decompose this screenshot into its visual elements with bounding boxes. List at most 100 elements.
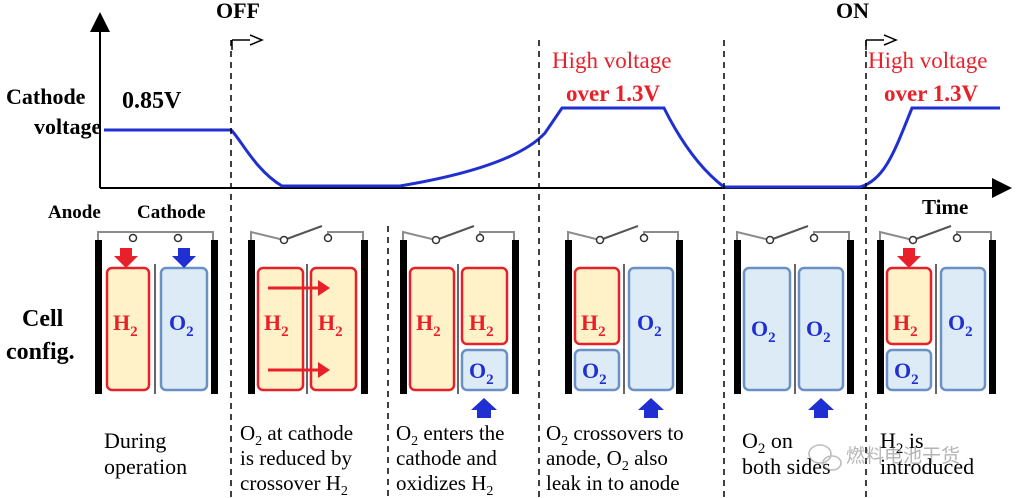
cell-config-label-line-1: Cell (22, 306, 64, 332)
cathode-plate (361, 240, 368, 394)
anode-plate (565, 240, 572, 394)
o2-inflow-arrow-icon (808, 398, 834, 418)
o2-chamber-cathode (939, 266, 987, 392)
anode-plate (877, 240, 884, 394)
external-circuit-wire (479, 231, 515, 240)
h2-label-anode: H2 (416, 310, 441, 340)
h2-inflow-arrow-icon (114, 248, 138, 268)
caption-4-line-3: leak in to anode (546, 471, 680, 495)
terminal-icon (173, 233, 183, 243)
external-circuit-wire (327, 231, 364, 240)
terminal-icon (765, 235, 775, 245)
open-switch-icon (599, 225, 639, 241)
external-circuit-wire (813, 231, 850, 240)
over-voltage-label-2: over 1.3V (884, 81, 979, 106)
h2-chamber-cathode (460, 266, 509, 346)
external-circuit-wire (97, 231, 214, 240)
o2-label-cathode: O2 (637, 310, 662, 340)
h2-chamber-anode (408, 266, 456, 392)
o2-label: O2 (169, 310, 194, 340)
o2-label-cathode: O2 (806, 316, 831, 346)
o2-label-anode: O2 (582, 358, 607, 388)
terminal-icon (809, 233, 819, 243)
h2-label: H2 (113, 310, 138, 340)
cell-config-5: O2 O2 (734, 225, 854, 418)
cathode-label: Cathode (137, 202, 206, 223)
o2-chamber-anode (742, 266, 792, 392)
h2-label-anode: H2 (581, 310, 606, 340)
external-circuit-wire (402, 230, 437, 241)
caption-2: O2 at cathode is reduced by crossover H2 (240, 421, 353, 498)
h2-chamber (105, 266, 151, 392)
cell-config-4: H2 O2 O2 (565, 225, 683, 418)
terminal-icon (323, 233, 333, 243)
caption-6-line-1: H2 is (880, 428, 924, 457)
caption-2-line-2: is reduced by (240, 446, 352, 470)
caption-4: O2 crossovers to anode, O2 also leak in … (546, 421, 684, 495)
o2-label-cathode: O2 (948, 310, 973, 340)
o2-inflow-arrow-icon (172, 248, 196, 268)
watermark-text: 燃料电池干货 (846, 445, 960, 467)
wechat-icon (808, 444, 842, 471)
open-switch-icon (435, 225, 475, 241)
o2-chamber-anode (885, 348, 933, 392)
voltage-chart: Cathode voltage 0.85V Time OFF ON High v… (6, 0, 1012, 219)
external-circuit-wire (956, 231, 992, 240)
x-axis-label: Time (922, 195, 968, 219)
high-voltage-label-2: High voltage (868, 48, 987, 73)
terminal-icon (908, 235, 918, 245)
o2-chamber-cathode (797, 266, 845, 392)
o2-chamber-cathode (460, 348, 509, 392)
caption-6: H2 is introduced (880, 428, 974, 479)
on-label: ON (836, 0, 869, 23)
caption-1: During operation (104, 428, 187, 479)
o2-inflow-arrow-icon (638, 398, 664, 418)
caption-4-line-2: anode, O2 also (546, 446, 668, 474)
o2-label-anode: O2 (894, 358, 919, 388)
h2-label-anode: H2 (264, 310, 289, 340)
external-circuit-wire (643, 231, 679, 240)
h2-crossover-arrow-icon (268, 362, 330, 378)
stage-separators (230, 40, 867, 498)
caption-6-line-2: introduced (880, 454, 974, 479)
o2-inflow-arrow-icon (471, 398, 497, 418)
h2-label-anode: H2 (893, 310, 918, 340)
open-switch-icon (912, 225, 952, 241)
off-label: OFF (216, 0, 260, 23)
caption-1-line-1: During (104, 428, 166, 453)
cell-config-1: H2 O2 (95, 231, 218, 394)
h2-label-cathode: H2 (318, 310, 343, 340)
caption-2-line-1: O2 at cathode (240, 421, 353, 449)
anode-label: Anode (48, 202, 101, 223)
external-circuit-wire (879, 230, 914, 241)
caption-5: O2 on both sides (742, 428, 831, 479)
terminal-icon (279, 235, 289, 245)
cathode-plate (676, 240, 683, 394)
caption-2-line-3: crossover H2 (240, 471, 348, 498)
terminal-icon (595, 235, 605, 245)
o2-label-anode: O2 (751, 316, 776, 346)
caption-3-line-3: oxidizes H2 (396, 471, 493, 498)
terminal-icon (431, 235, 441, 245)
anode-plate (734, 240, 741, 394)
voltage-curve (104, 106, 1000, 189)
cathode-plate (989, 240, 996, 394)
cell-config-label-line-2: config. (6, 339, 75, 365)
caption-5-line-1: O2 on (742, 428, 793, 457)
o2-chamber-anode (573, 348, 621, 392)
caption-1-line-2: operation (104, 454, 187, 479)
over-voltage-label-1: over 1.3V (566, 81, 661, 106)
open-switch-icon (769, 225, 809, 241)
external-circuit-wire (250, 230, 285, 241)
terminal-icon (128, 233, 138, 243)
high-voltage-label-1: High voltage (552, 48, 671, 73)
cell-config-2: H2 H2 (248, 225, 368, 394)
h2-chamber-cathode (309, 266, 358, 392)
cathode-plate (211, 240, 218, 394)
cell-config-3: H2 H2 O2 (400, 225, 519, 418)
o2-label-cathode: O2 (469, 358, 494, 388)
o2-chamber-cathode (627, 266, 675, 392)
h2-chamber-anode (256, 266, 305, 392)
caption-3-line-1: O2 enters the (396, 421, 504, 449)
anode-plate (248, 240, 255, 394)
